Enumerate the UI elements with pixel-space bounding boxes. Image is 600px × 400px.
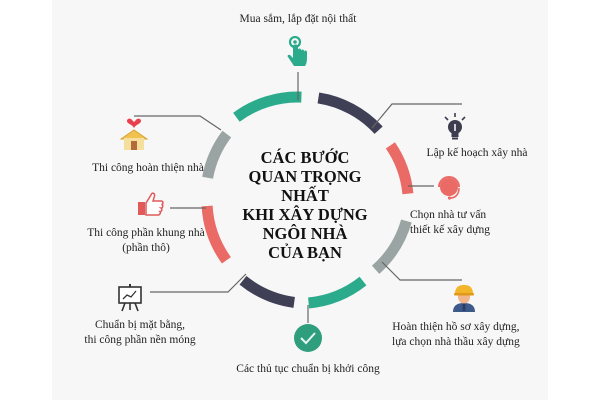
title-line: CÁC BƯỚC [260,148,350,167]
ring-segment-gray-right [371,219,412,274]
step-label-finishing: Thi công hoàn thiện nhà [92,162,204,174]
lightbulb-icon [444,113,466,140]
ring-segment-teal-top [233,91,302,122]
house-heart-icon [119,118,149,150]
tap-hand-icon [287,36,307,66]
title-line: NGÔI NHÀ [262,224,348,243]
step-label-contractor: Hoàn thiện hồ sơ xây dựng, lựa chọn nhà … [392,321,520,348]
ring-segment-gray-left [202,130,232,179]
ring-segment-navy-bottom [239,275,296,308]
ring-segment-teal-bottom [307,276,367,309]
title-line: CỦA BẠN [268,243,342,262]
title-line: QUAN TRỌNG NHẤT [248,167,362,205]
step-label-foundation: Chuẩn bị mặt bằng, thi công phần nền món… [84,319,196,346]
checkmark-icon [294,324,322,352]
step-label-consultant: Chọn nhà tư vấn thiết kế xây dựng [410,209,491,236]
ring-segment-navy-top-right [317,92,383,135]
presentation-board-icon [118,284,142,312]
ring-segment-coral-left [201,205,231,264]
step-label-planning: Lập kế hoạch xây nhà [426,147,528,159]
title-line: KHI XÂY DỰNG [242,205,368,224]
ring-segment-coral-right [385,142,414,195]
step-label-frame: Thi công phần khung nhà (phần thô) [87,227,205,254]
step-label-furnishing: Mua sắm, lắp đặt nội thất [239,13,357,25]
center-title: CÁC BƯỚC QUAN TRỌNG NHẤT KHI XÂY DỰNG NG… [225,148,385,262]
headset-icon [438,176,460,200]
worker-icon [453,285,475,312]
step-label-procedures: Các thủ tục chuẩn bị khởi công [236,363,380,375]
thumbs-up-icon [138,192,164,216]
